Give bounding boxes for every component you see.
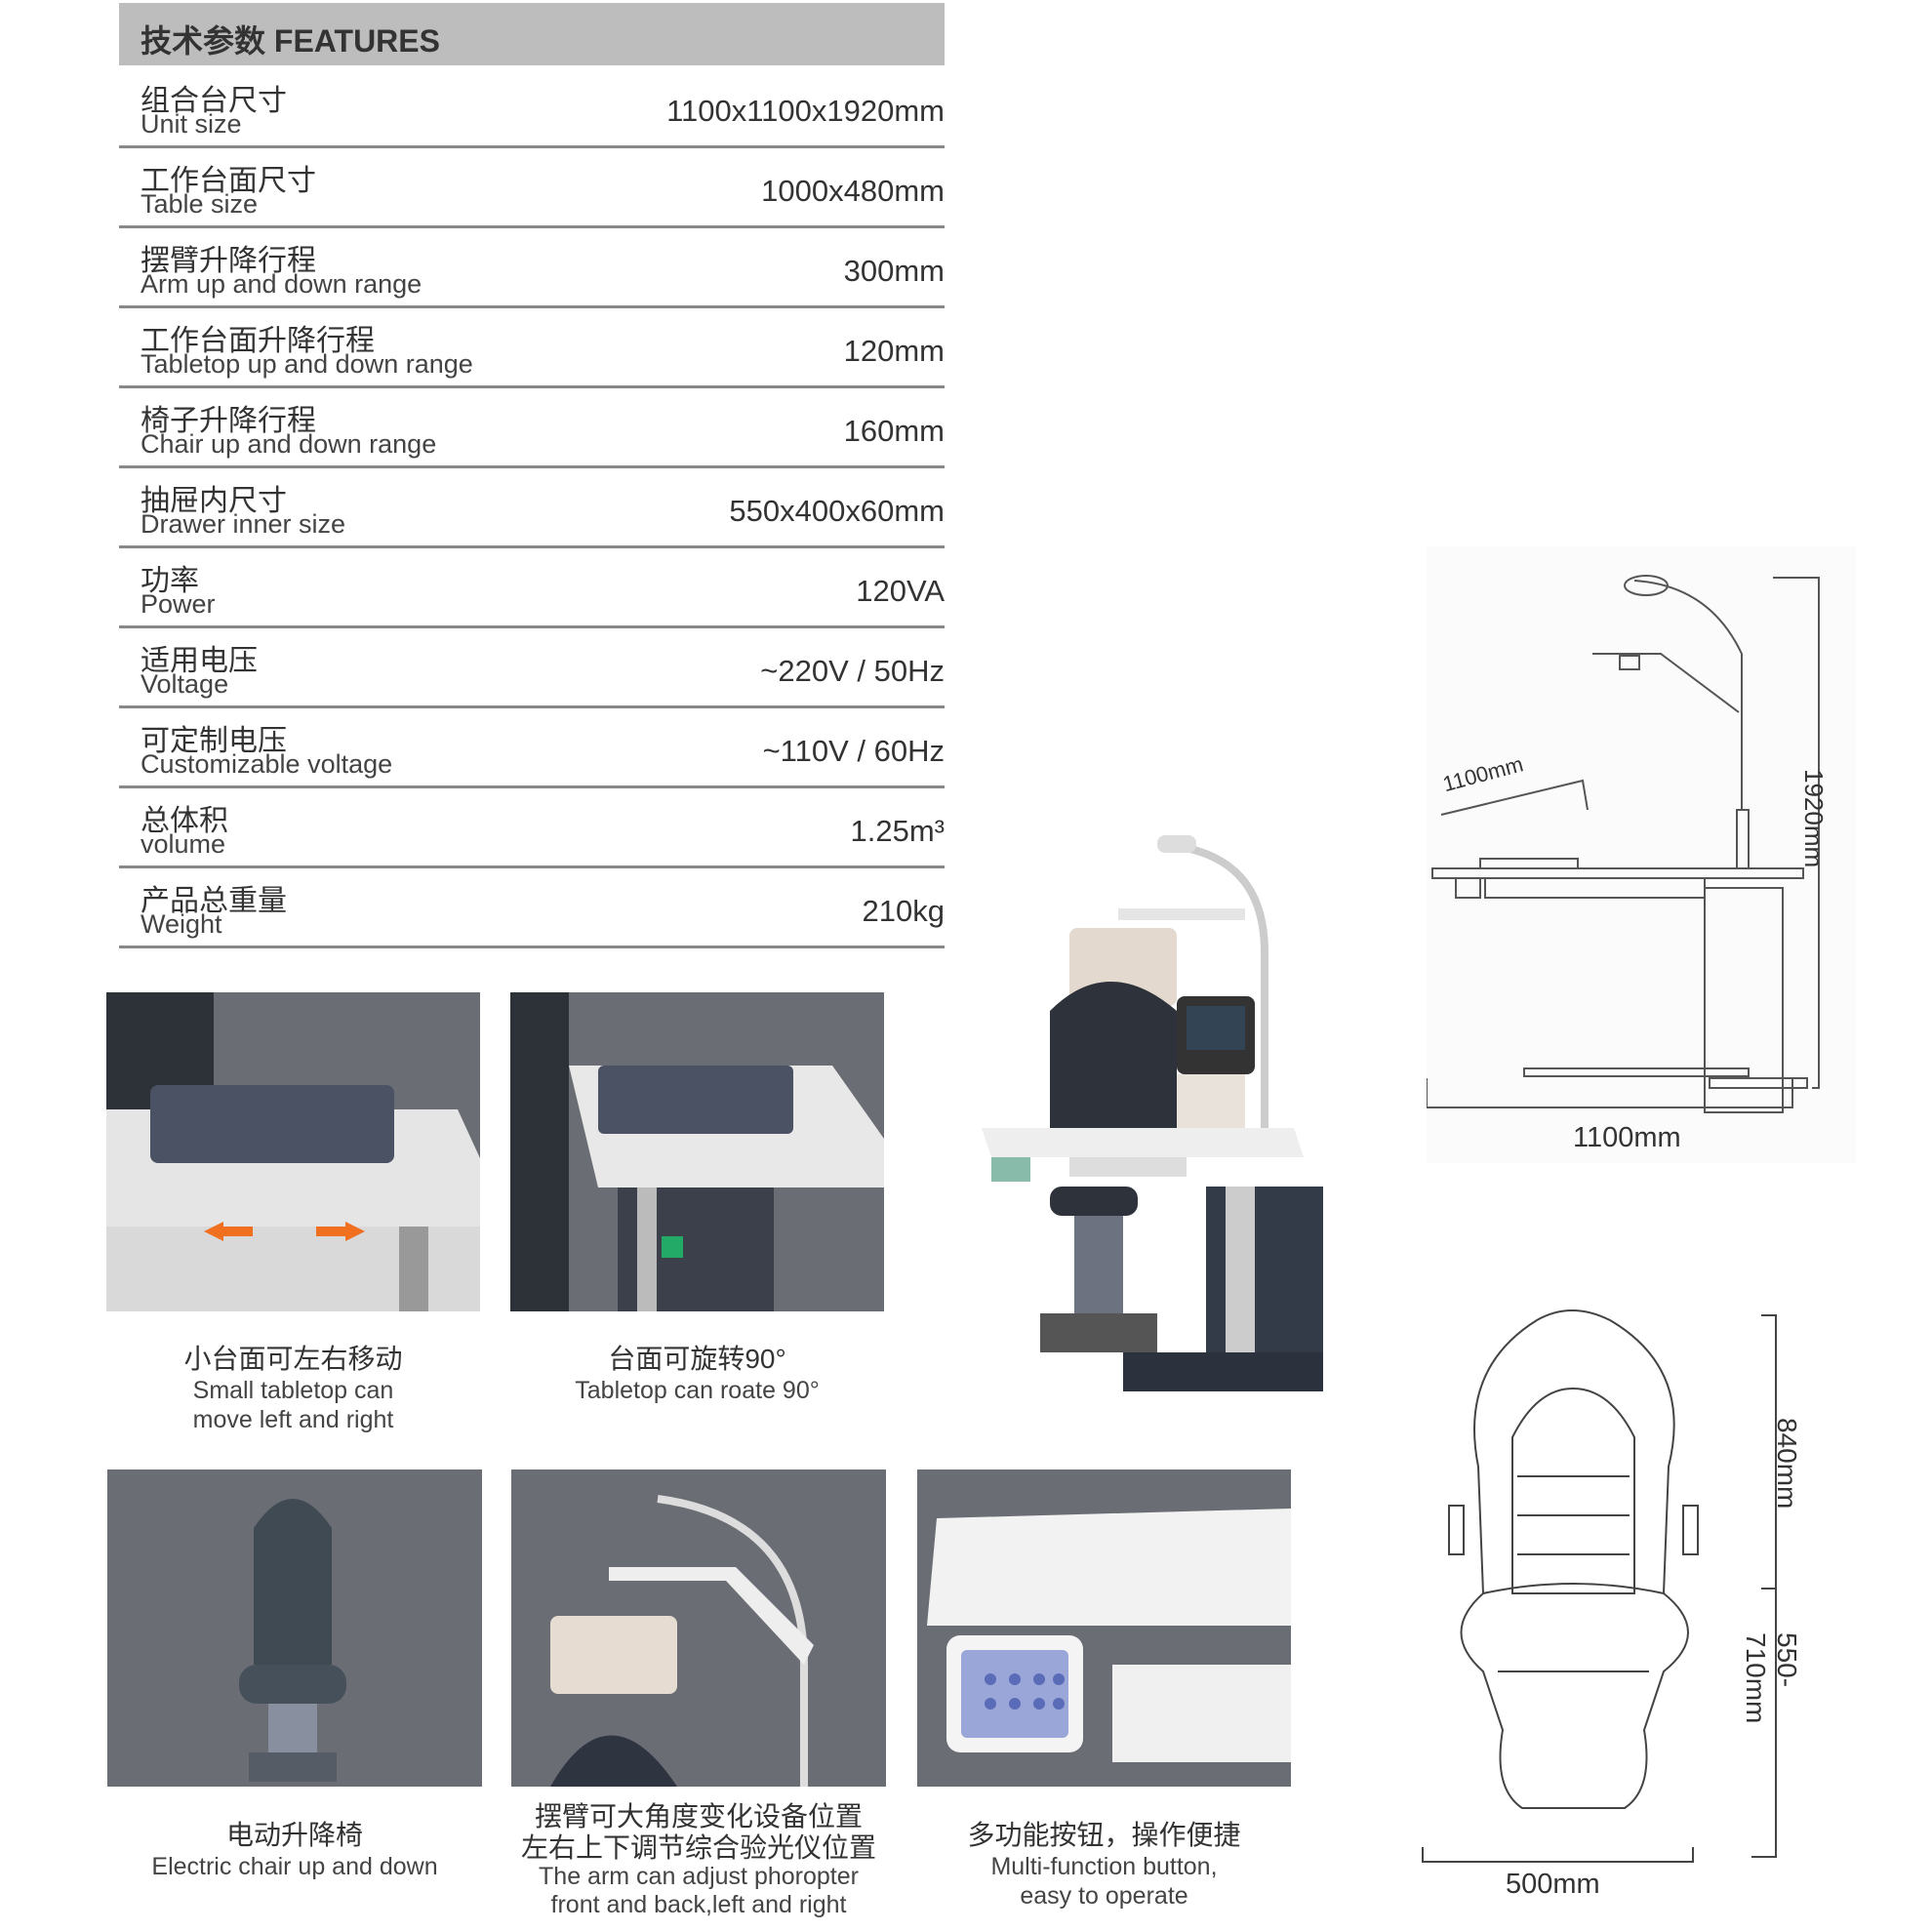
spec-label-zh: 功率 [141, 565, 199, 597]
caption-zh: 台面可旋转90° [608, 1344, 786, 1374]
caption-en: move left and right [192, 1405, 394, 1433]
spec-value: ~110V / 60Hz [762, 734, 945, 768]
caption-zh: 摆臂可大角度变化设备位置 [534, 1801, 863, 1831]
spec-label-zh: 组合台尺寸 [141, 85, 287, 117]
spec-value: 550x400x60mm [729, 494, 945, 528]
photo-sliding-tabletop [106, 992, 480, 1311]
chair-width-label: 500mm [1506, 1869, 1600, 1900]
spec-label-en: Power [141, 589, 216, 619]
spec-label-en: Voltage [141, 669, 229, 699]
spec-label-en: Arm up and down range [141, 269, 423, 299]
photo-electric-chair [107, 1469, 482, 1787]
photo-phoropter-arm [511, 1469, 886, 1787]
spec-label-zh: 工作台面升降行程 [141, 325, 375, 357]
spec-label-en: Drawer inner size [141, 509, 346, 539]
caption-en: Electric chair up and down [151, 1852, 438, 1880]
caption-en: Multi-function button, [990, 1852, 1218, 1880]
spec-value: 1100x1100x1920mm [666, 94, 945, 128]
unit-height-label: 1920mm [1799, 769, 1829, 868]
caption-phoropter-arm: 摆臂可大角度变化设备位置 左右上下调节综合验光仪位置 The arm can a… [492, 1801, 906, 1918]
spec-label-en: Tabletop up and down range [141, 349, 473, 379]
spec-label-en: Unit size [141, 109, 242, 139]
caption-en: easy to operate [1020, 1881, 1188, 1910]
caption-zh: 小台面可左右移动 [183, 1344, 403, 1374]
caption-rotating-tabletop: 台面可旋转90° Tabletop can roate 90° [510, 1343, 884, 1405]
spec-label-en: Weight [141, 909, 222, 939]
spec-label-zh: 产品总重量 [141, 885, 287, 917]
spec-label-zh: 适用电压 [141, 645, 258, 677]
caption-zh: 多功能按钮，操作便捷 [967, 1820, 1241, 1850]
caption-en: The arm can adjust phoropter [539, 1863, 859, 1891]
caption-multifunction: 多功能按钮，操作便捷 Multi-function button, easy t… [917, 1819, 1291, 1911]
caption-en: Tabletop can roate 90° [575, 1376, 820, 1404]
spec-label-en: volume [141, 829, 226, 859]
features-table-header: 技术参数 FEATURES [119, 3, 945, 65]
spec-label-zh: 摆臂升降行程 [141, 245, 316, 277]
spec-value: 210kg [862, 894, 945, 928]
caption-sliding-tabletop: 小台面可左右移动 Small tabletop can move left an… [106, 1343, 480, 1434]
spec-value: 160mm [843, 414, 945, 448]
spec-value: 300mm [843, 254, 945, 288]
spec-label-zh: 工作台面尺寸 [141, 165, 316, 197]
caption-zh: 左右上下调节综合验光仪位置 [520, 1831, 876, 1863]
photo-rotating-tabletop [510, 992, 884, 1311]
spec-value: 120VA [856, 574, 945, 608]
spec-label-zh: 抽屉内尺寸 [141, 485, 287, 517]
spec-value: 1.25m³ [850, 814, 945, 848]
spec-value: 120mm [843, 334, 945, 368]
chair-seat-height-label: 550-710mm [1741, 1632, 1802, 1724]
spec-label-en: Chair up and down range [141, 429, 437, 459]
spec-label-en: Table size [141, 189, 259, 219]
unit-dimension-diagram: 1100mm 1100mm 1920mm [1427, 546, 1856, 1163]
photo-multifunction-buttons [917, 1469, 1291, 1787]
chair-back-height-label: 840mm [1772, 1418, 1802, 1509]
spec-value: ~220V / 50Hz [760, 654, 945, 688]
spec-label-zh: 可定制电压 [141, 725, 287, 757]
spec-label-zh: 总体积 [141, 805, 228, 837]
unit-width-label: 1100mm [1573, 1122, 1681, 1153]
caption-en: Small tabletop can [192, 1376, 394, 1404]
spec-label-en: Customizable voltage [141, 749, 393, 779]
caption-electric-chair: 电动升降椅 Electric chair up and down [107, 1819, 482, 1881]
product-photo-combined-unit [982, 825, 1323, 1405]
chair-dimension-diagram: 840mm 550-710mm 500mm [1420, 1301, 1849, 1925]
caption-en: front and back,left and right [550, 1890, 847, 1918]
spec-value: 1000x480mm [761, 174, 945, 208]
caption-zh: 电动升降椅 [225, 1820, 363, 1850]
spec-label-zh: 椅子升降行程 [141, 405, 316, 437]
